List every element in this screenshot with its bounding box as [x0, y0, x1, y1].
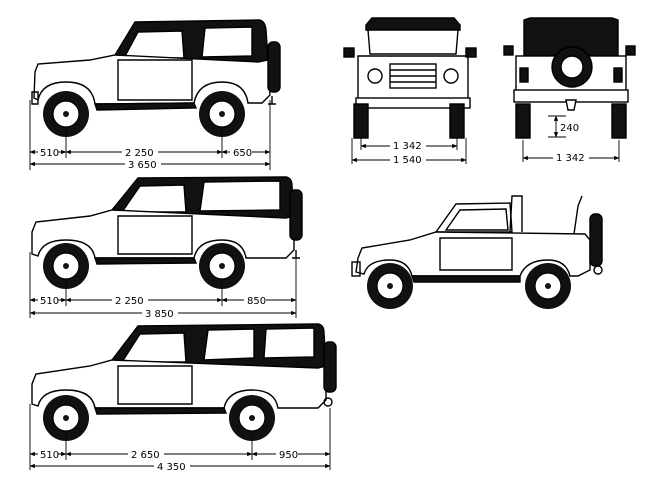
front-roof	[365, 17, 461, 31]
convertible-roll-bar	[509, 195, 523, 233]
convertible-tow-ball	[593, 265, 603, 275]
lwb-mid-window	[203, 328, 255, 361]
rear-left-tire	[515, 103, 531, 139]
swb-tow-hook	[268, 96, 276, 105]
swb-front-wheel	[43, 91, 89, 137]
mwb-front-overhang-label: 510	[40, 296, 59, 307]
swb-wheelbase-label: 2 250	[125, 148, 154, 159]
lwb-rear-wheel	[229, 395, 275, 441]
convertible-sill	[411, 275, 521, 283]
lwb-door	[117, 365, 193, 405]
lwb-side-view: 510 2 650 950 4 350	[29, 323, 337, 473]
convertible-side-view	[351, 195, 603, 309]
convertible-spare-wheel	[589, 213, 603, 267]
mwb-sill	[94, 257, 198, 265]
lwb-sill	[94, 407, 228, 415]
convertible-door-window	[444, 208, 509, 231]
swb-door	[117, 59, 193, 101]
lwb-body	[31, 359, 327, 409]
swb-side-view: 510 2 250 650 3 650	[29, 19, 281, 171]
rear-track-label: 1 342	[556, 153, 585, 164]
rear-right-mirror	[625, 45, 636, 56]
front-bumper	[355, 97, 471, 109]
front-left-headlight	[367, 68, 383, 84]
rear-left-mirror	[503, 45, 514, 56]
rear-right-tire	[611, 103, 627, 139]
convertible-body	[355, 231, 591, 277]
front-left-mirror	[343, 47, 355, 58]
front-right-mirror	[465, 47, 477, 58]
mwb-rear-wheel	[199, 243, 245, 289]
rear-right-lamp	[613, 67, 623, 83]
mwb-vehicle	[31, 176, 303, 265]
front-windshield	[367, 29, 459, 55]
swb-body	[33, 54, 271, 105]
lwb-rear-overhang-label: 950	[279, 450, 298, 461]
swb-spare-wheel	[267, 41, 281, 93]
lwb-overall-length-label: 4 350	[157, 462, 186, 473]
lwb-spare-wheel	[323, 341, 337, 393]
convertible-top-frame	[573, 195, 583, 235]
lwb-vehicle	[31, 323, 337, 415]
swb-sill	[94, 102, 198, 111]
lwb-front-overhang-label: 510	[40, 450, 59, 461]
rear-left-lamp	[519, 67, 529, 83]
swb-front-overhang-label: 510	[40, 148, 59, 159]
swb-front-bumper	[31, 91, 39, 105]
lwb-front-wheel	[43, 395, 89, 441]
mwb-rear-overhang-label: 850	[247, 296, 266, 307]
convertible-front-bumper	[351, 261, 361, 277]
mwb-rear-window	[199, 180, 281, 212]
front-left-tire	[353, 103, 369, 139]
swb-rear-overhang-label: 650	[233, 148, 252, 159]
front-right-headlight	[443, 68, 459, 84]
swb-overall-length-label: 3 650	[128, 160, 157, 171]
swb-rear-window	[201, 26, 253, 58]
convertible-rear-wheel	[525, 263, 571, 309]
mwb-overall-length-label: 3 850	[145, 309, 174, 320]
front-track-label: 1 342	[393, 141, 422, 152]
rear-ground-clearance-label: 240	[560, 123, 579, 134]
lwb-wheelbase-label: 2 650	[131, 450, 160, 461]
mwb-door	[117, 215, 193, 255]
front-overall-width-label: 1 540	[393, 155, 422, 166]
lwb-tow-ball	[323, 397, 333, 407]
front-view: 1 342 1 540	[343, 17, 477, 166]
mwb-front-wheel	[43, 243, 89, 289]
mwb-body	[31, 209, 295, 259]
lwb-rear-window	[263, 327, 315, 359]
mwb-wheelbase-label: 2 250	[115, 296, 144, 307]
swb-vehicle	[31, 19, 281, 111]
front-vehicle	[343, 17, 477, 139]
convertible-front-wheel	[367, 263, 413, 309]
rear-vehicle	[503, 17, 636, 139]
rear-tow-hitch	[565, 99, 577, 111]
mwb-spare-wheel	[289, 189, 303, 241]
rear-view: 240 1 342	[503, 17, 636, 164]
convertible-door	[439, 237, 513, 271]
front-right-tire	[449, 103, 465, 139]
swb-rear-wheel	[199, 91, 245, 137]
mwb-side-view: 510 2 250 850 3 850	[29, 176, 303, 320]
convertible-vehicle	[351, 195, 603, 283]
